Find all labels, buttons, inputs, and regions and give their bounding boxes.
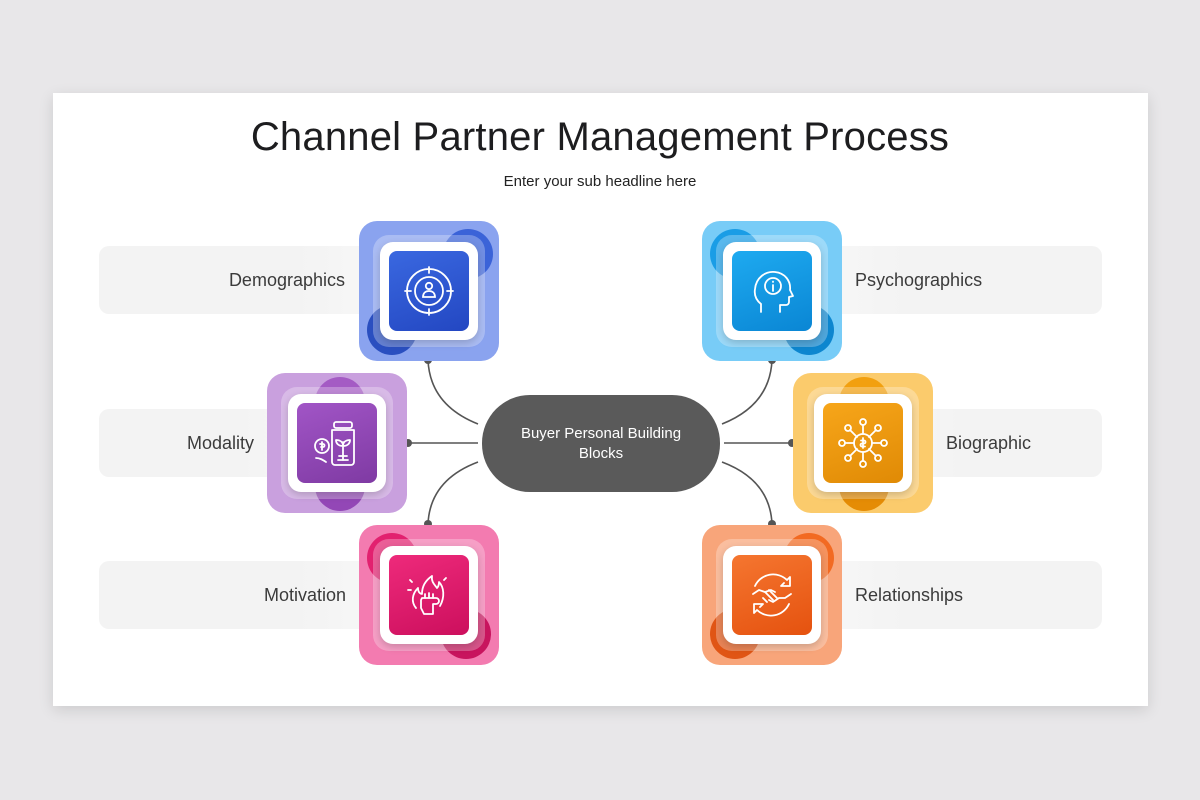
money-jar-plant-icon xyxy=(297,403,377,483)
dollar-network-icon xyxy=(823,403,903,483)
handshake-cycle-icon xyxy=(732,555,812,635)
tile-relationships xyxy=(702,525,842,665)
tile-biographic xyxy=(793,373,933,513)
label-modality: Modality xyxy=(186,432,254,453)
center-node-label: Buyer Personal Building Blocks xyxy=(520,424,682,462)
connector-motivation xyxy=(427,461,479,525)
label-biographic: Biographic xyxy=(946,432,1032,453)
slide-title: Channel Partner Management Process xyxy=(250,115,950,159)
label-psychographics: Psychographics xyxy=(855,269,983,290)
connector-relationships xyxy=(721,461,773,525)
label-relationships: Relationships xyxy=(855,584,964,605)
connector-psychographics xyxy=(721,359,773,425)
fist-fire-icon xyxy=(389,555,469,635)
label-demographics: Demographics xyxy=(228,269,345,290)
head-info-icon xyxy=(732,251,812,331)
slide-subtitle: Enter your sub headline here xyxy=(503,173,697,190)
label-motivation: Motivation xyxy=(263,584,346,605)
tile-motivation xyxy=(359,525,499,665)
target-user-icon xyxy=(389,251,469,331)
tile-demographics xyxy=(359,221,499,361)
tile-modality xyxy=(267,373,407,513)
center-node: Buyer Personal Building Blocks xyxy=(482,395,720,492)
connector-demographics xyxy=(427,359,479,425)
tile-psychographics xyxy=(702,221,842,361)
